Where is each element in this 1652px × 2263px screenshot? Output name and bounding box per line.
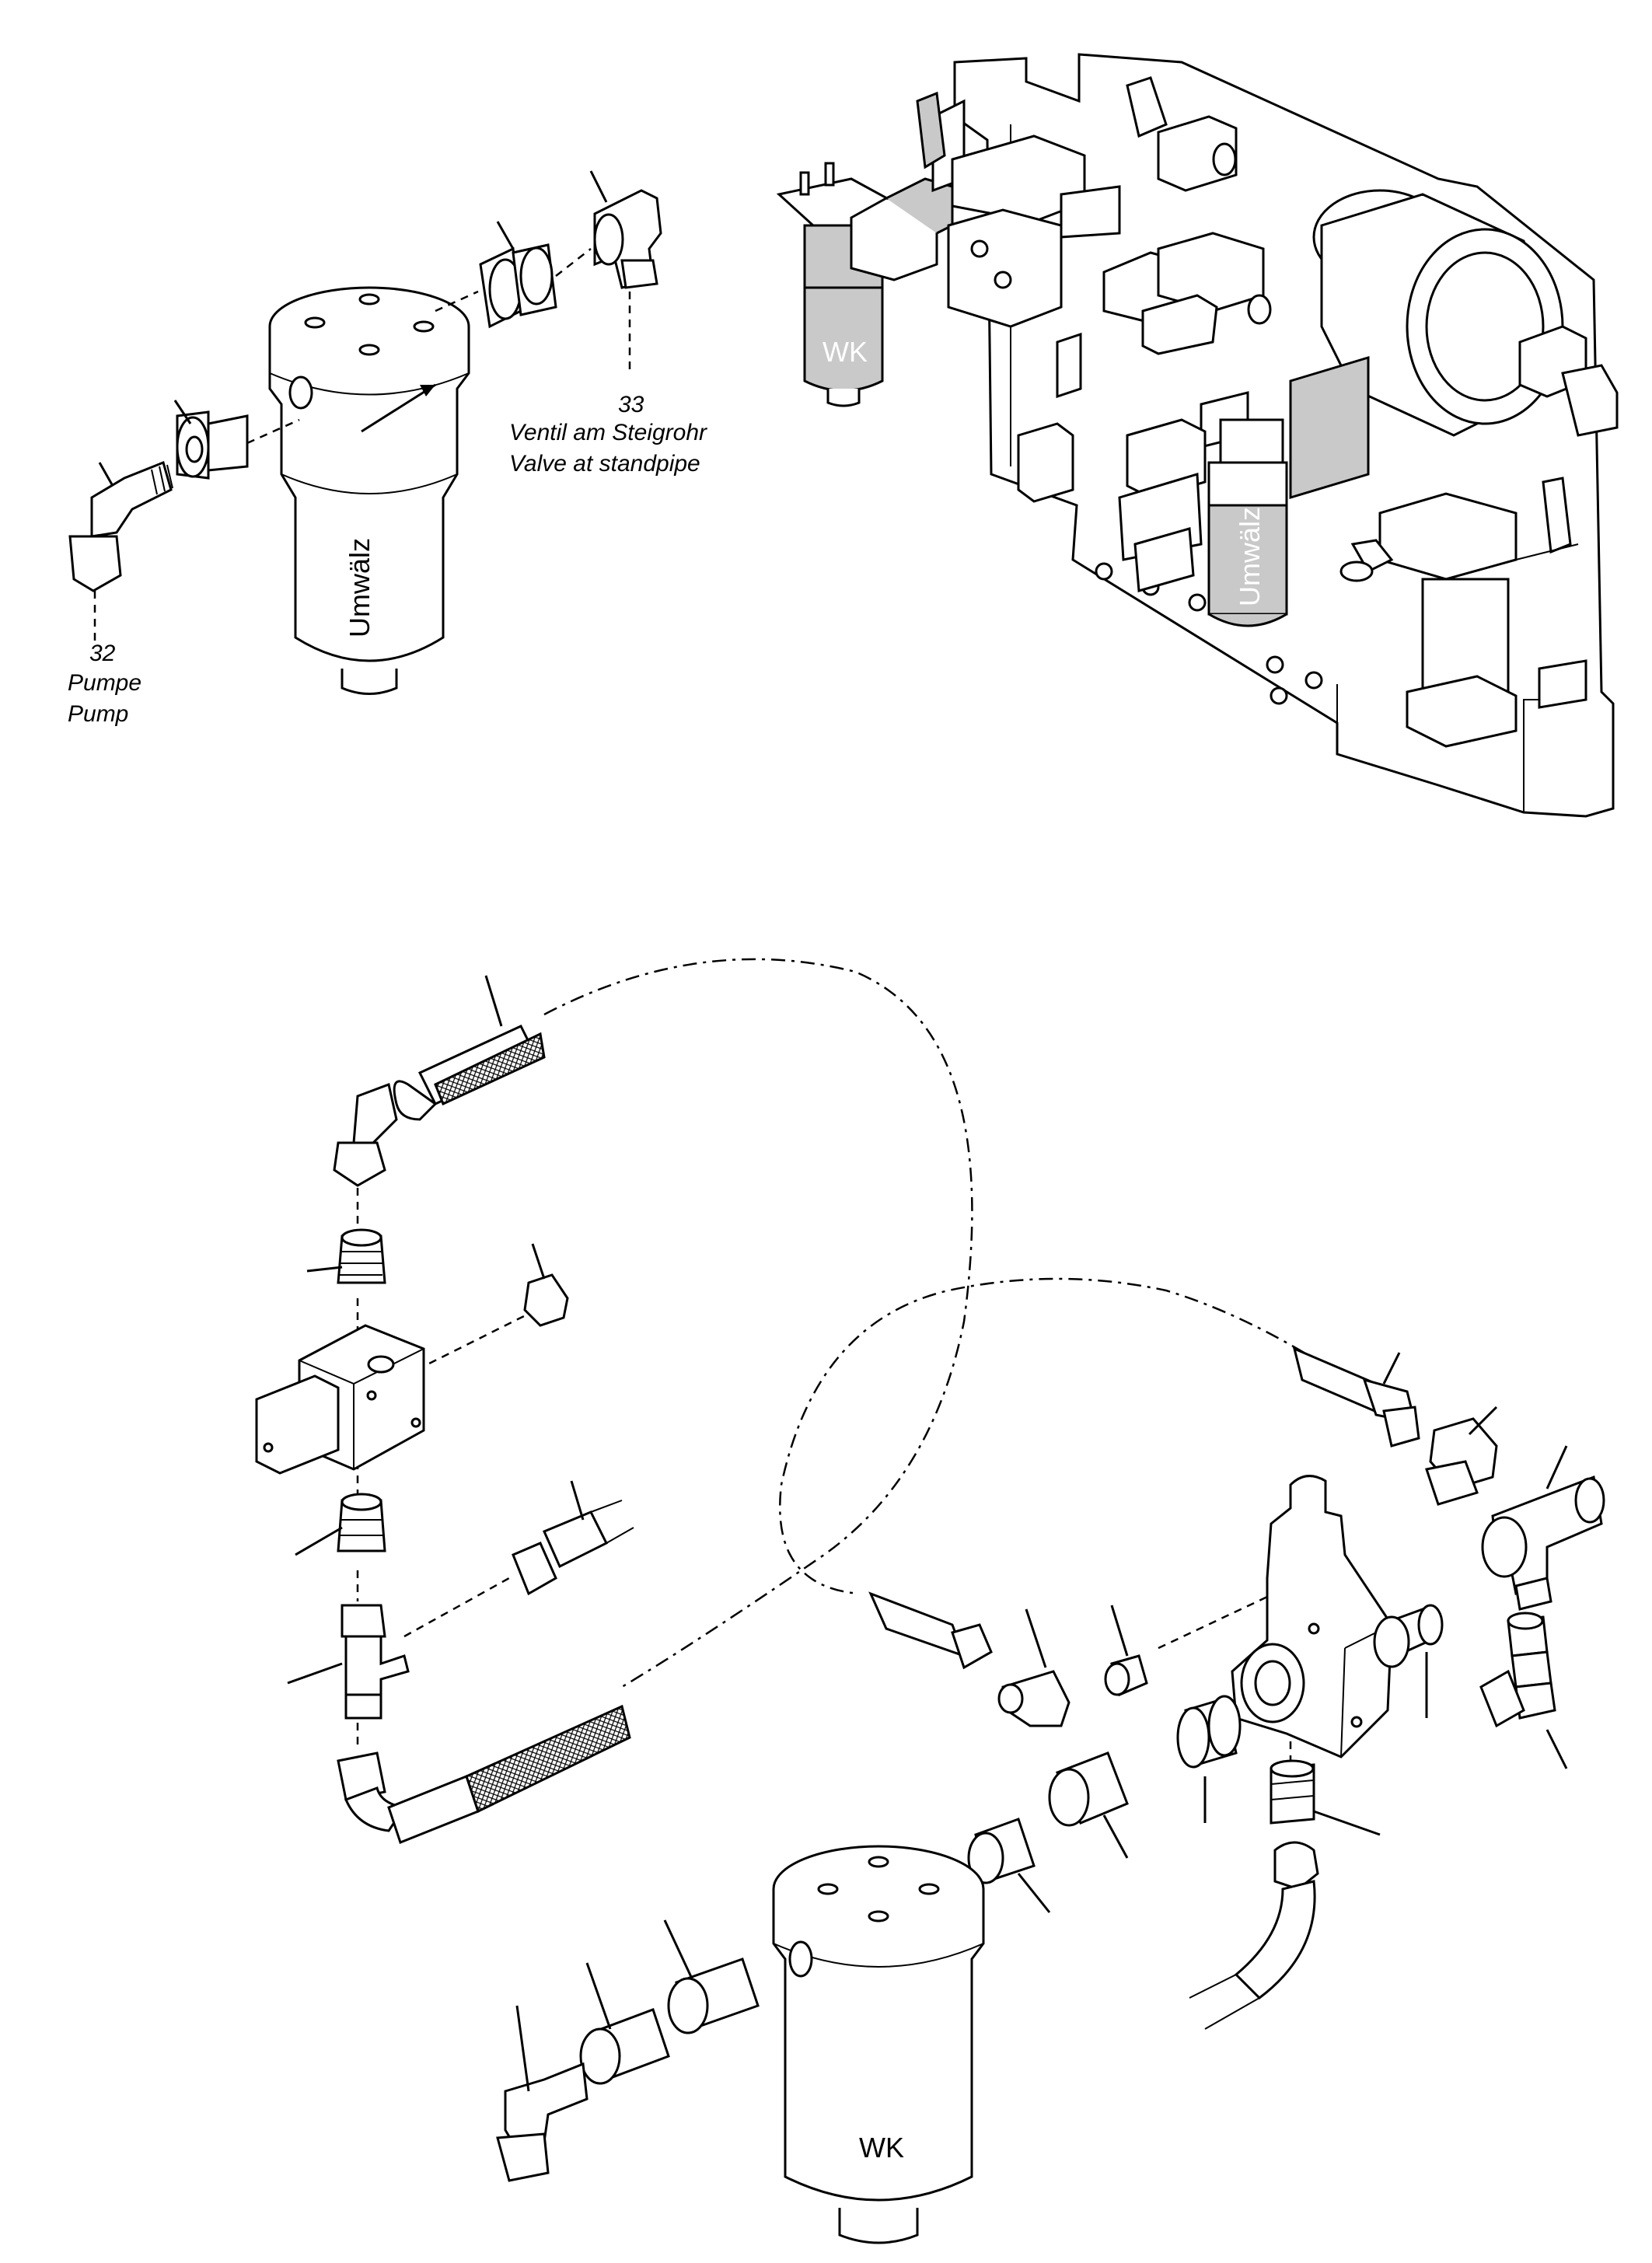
top-filter-exploded-group: Umwälz: [68, 170, 707, 727]
top-filter-label: Umwälz: [344, 538, 375, 637]
assembly-filter-umwaelz-label: Umwälz: [1234, 507, 1266, 606]
upper-hose: [333, 975, 546, 1187]
valve-label-de: Ventil am Steigrohr: [509, 420, 707, 445]
bottom-exploded-group: WK: [255, 958, 1605, 2244]
assembled-unit: WK: [776, 53, 1619, 818]
pump-number: 32: [89, 641, 116, 666]
middle-fittings: [868, 1591, 1148, 1727]
main-valve-body: [1231, 1475, 1393, 1758]
valve-side-hose: [512, 1480, 634, 1596]
routing-line-top-loop: [543, 958, 973, 1689]
tee-fitting: [287, 1604, 410, 1720]
valve-label-en: Valve at standpipe: [509, 451, 700, 477]
valve-number: 33: [618, 392, 644, 417]
umwaelz-filter-top: Umwälz: [268, 286, 470, 695]
pump-label-de: Pumpe: [68, 670, 141, 696]
lower-filter-right-fittings: [967, 1695, 1242, 1913]
motor-pump: [1312, 189, 1619, 437]
top-left-fittings: [68, 400, 300, 645]
assembly-filter-umwaelz: Umwälz: [1200, 355, 1370, 627]
coupling-with-cap: [1479, 1612, 1568, 1769]
assembly-filter-wk: WK: [776, 162, 896, 407]
right-tee: [1481, 1445, 1605, 1611]
top-right-fittings: [435, 170, 662, 373]
assembly-filter-wk-label: WK: [823, 336, 868, 368]
right-hose-elbow: [1292, 1346, 1498, 1506]
wk-filter-bottom: WK: [772, 1845, 985, 2244]
left-column-fittings: [295, 1228, 569, 1556]
lower-hose: [337, 1704, 631, 1844]
pump-label-en: Pump: [68, 701, 128, 727]
valve-fittings: [1189, 1604, 1444, 2030]
wk-filter-bottom-label: WK: [859, 2132, 904, 2163]
valve-block: [255, 1324, 425, 1475]
routing-line-right-loop: [779, 1277, 1330, 1595]
lower-left-fittings: [496, 1919, 760, 2182]
